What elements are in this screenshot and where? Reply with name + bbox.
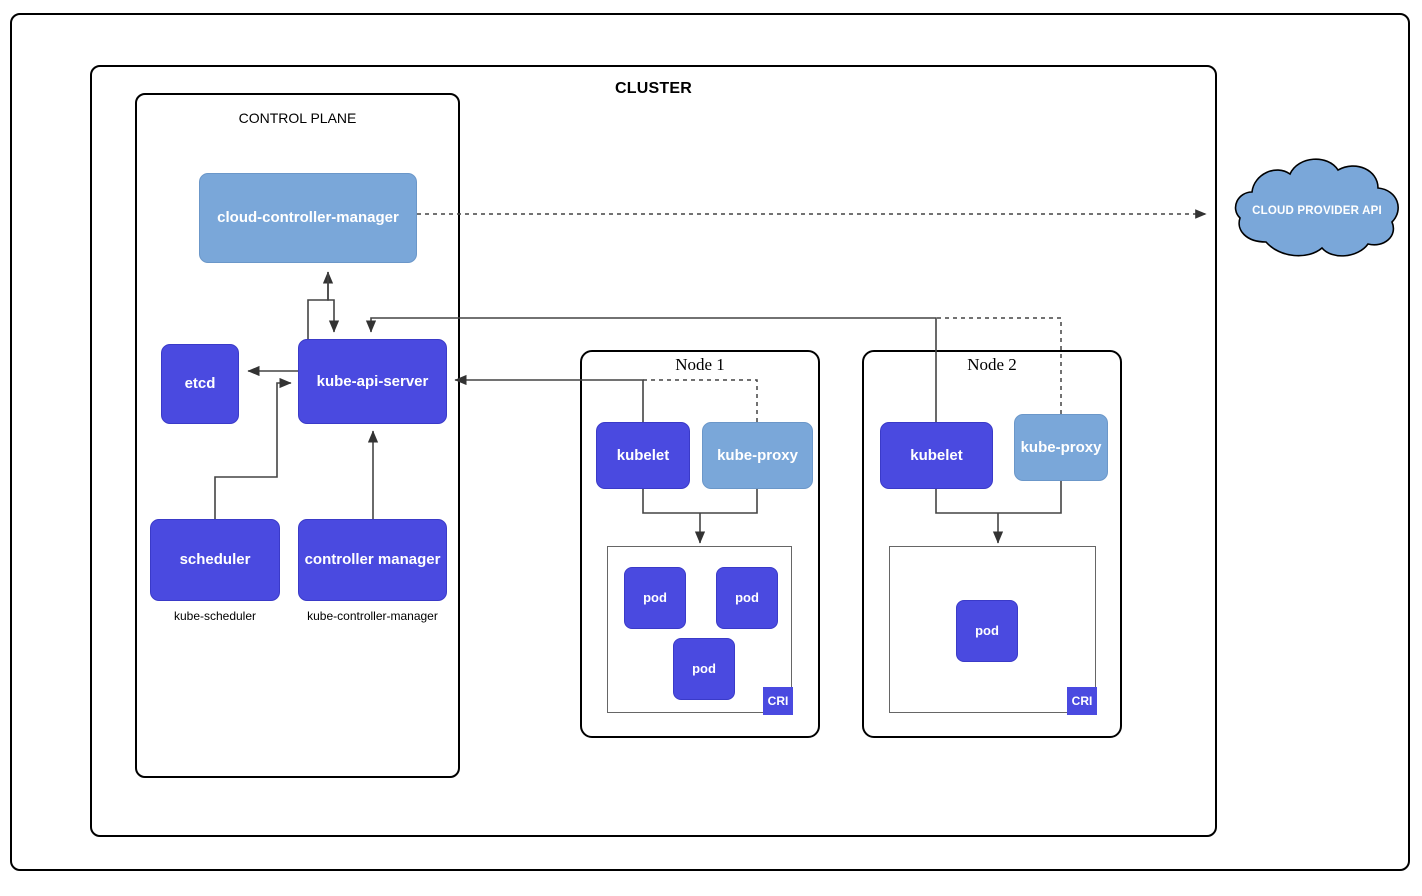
cluster-boundary: [90, 65, 1217, 837]
component-cloud-controller-manager[interactable]: cloud-controller-manager: [199, 173, 417, 263]
component-etcd[interactable]: etcd: [161, 344, 239, 424]
node-1-container-runtime: [607, 546, 792, 713]
node-2-pod-1[interactable]: pod: [956, 600, 1018, 662]
component-controller-manager[interactable]: controller manager: [298, 519, 447, 601]
outer-boundary: [10, 13, 1410, 871]
component-scheduler[interactable]: scheduler: [150, 519, 280, 601]
node-2-container-runtime: [889, 546, 1096, 713]
node-1-cri-badge: CRI: [763, 687, 793, 715]
caption-kube-scheduler: kube-scheduler: [173, 609, 257, 623]
node-1-pod-1[interactable]: pod: [624, 567, 686, 629]
node-2-title: Node 2: [967, 355, 1017, 374]
component-kube-api-server[interactable]: kube-api-server: [298, 339, 447, 424]
cluster-title: CLUSTER: [615, 80, 692, 97]
control-plane-boundary: [135, 93, 460, 778]
node-1-kubelet[interactable]: kubelet: [596, 422, 690, 489]
cloud-provider-api-shape[interactable]: [1228, 150, 1406, 268]
node-1-title: Node 1: [675, 355, 725, 374]
node-2-kube-proxy[interactable]: kube-proxy: [1014, 414, 1108, 481]
cloud-icon: [1234, 158, 1399, 257]
node-1-pod-3[interactable]: pod: [673, 638, 735, 700]
node-2-cri-badge: CRI: [1067, 687, 1097, 715]
node-1-kube-proxy[interactable]: kube-proxy: [702, 422, 813, 489]
node-2-kubelet[interactable]: kubelet: [880, 422, 993, 489]
caption-kube-controller-manager: kube-controller-manager: [307, 609, 438, 623]
node-1-pod-2[interactable]: pod: [716, 567, 778, 629]
control-plane-title: CONTROL PLANE: [238, 110, 357, 126]
